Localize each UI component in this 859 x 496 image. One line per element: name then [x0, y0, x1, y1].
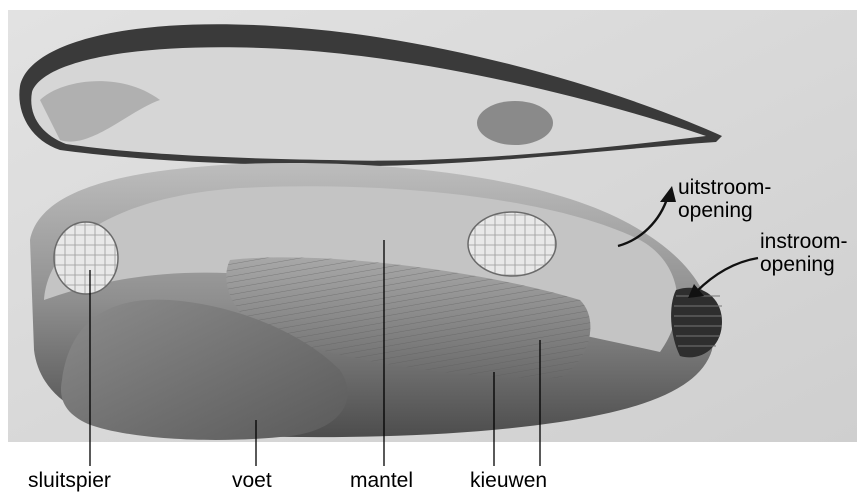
label-kieuwen: kieuwen — [470, 470, 547, 492]
label-uitstroom-line1: uitstroom- — [678, 176, 771, 199]
label-uitstroomopening: uitstroom- opening — [678, 176, 771, 222]
label-uitstroom-line2: opening — [678, 199, 771, 222]
label-sluitspier: sluitspier — [28, 470, 111, 492]
label-instroomopening: instroom- opening — [760, 230, 848, 276]
label-mantel: mantel — [350, 470, 413, 492]
label-instroom-line2: opening — [760, 253, 848, 276]
label-instroom-line1: instroom- — [760, 230, 848, 253]
label-voet: voet — [232, 470, 272, 492]
